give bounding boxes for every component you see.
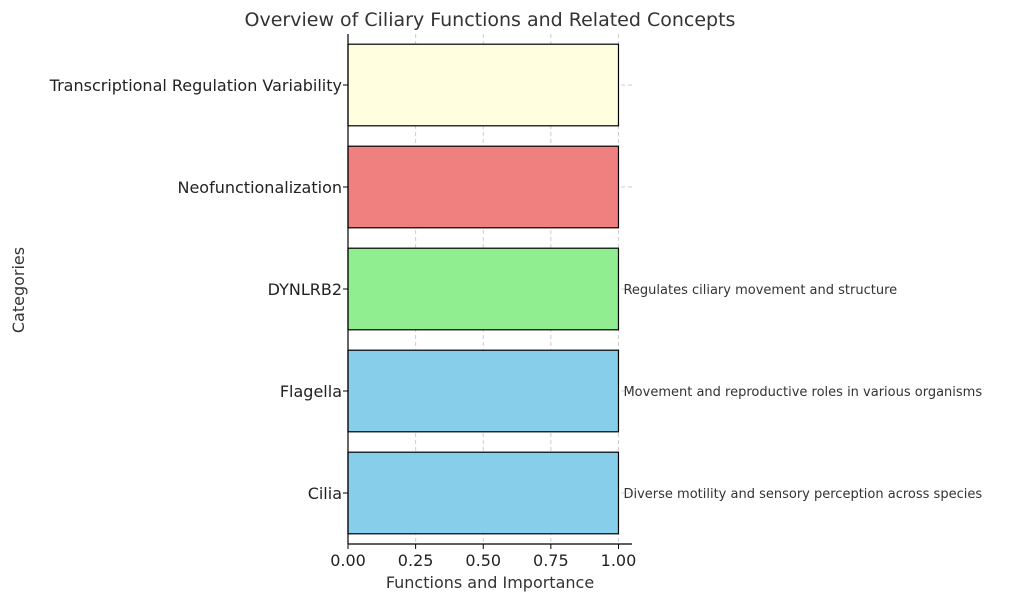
bar: [347, 451, 620, 535]
bars: [347, 43, 620, 535]
category-label: Flagella: [280, 382, 342, 401]
category-label: Transcriptional Regulation Variability: [49, 76, 342, 95]
x-tick-label: 0.50: [465, 551, 501, 570]
category-labels: Cilia Flagella DYNLRB2 Neofunctionalization…: [49, 76, 348, 503]
bar: [347, 145, 620, 229]
category-label: Cilia: [308, 484, 342, 503]
bar: [347, 43, 620, 127]
x-tick-label: 0.25: [398, 551, 434, 570]
bar-annotation: Regulates ciliary movement and structure: [623, 283, 897, 298]
y-axis-label: Categories: [9, 247, 28, 333]
x-tick-label: 1.00: [601, 551, 637, 570]
x-tick-label: 0.75: [533, 551, 569, 570]
bar: [347, 247, 620, 331]
chart-title: Overview of Ciliary Functions and Relate…: [245, 9, 736, 31]
x-tick-label: 0.00: [330, 551, 366, 570]
x-ticks: 0.00 0.25 0.50 0.75 1.00: [330, 544, 636, 570]
annotations: Diverse motility and sensory perception …: [623, 283, 982, 502]
category-label: Neofunctionalization: [177, 178, 342, 197]
x-axis-label: Functions and Importance: [386, 573, 594, 592]
category-label: DYNLRB2: [268, 280, 342, 299]
bar: [347, 349, 620, 433]
bar-annotation: Diverse motility and sensory perception …: [623, 487, 982, 502]
bar-annotation: Movement and reproductive roles in vario…: [623, 385, 982, 400]
